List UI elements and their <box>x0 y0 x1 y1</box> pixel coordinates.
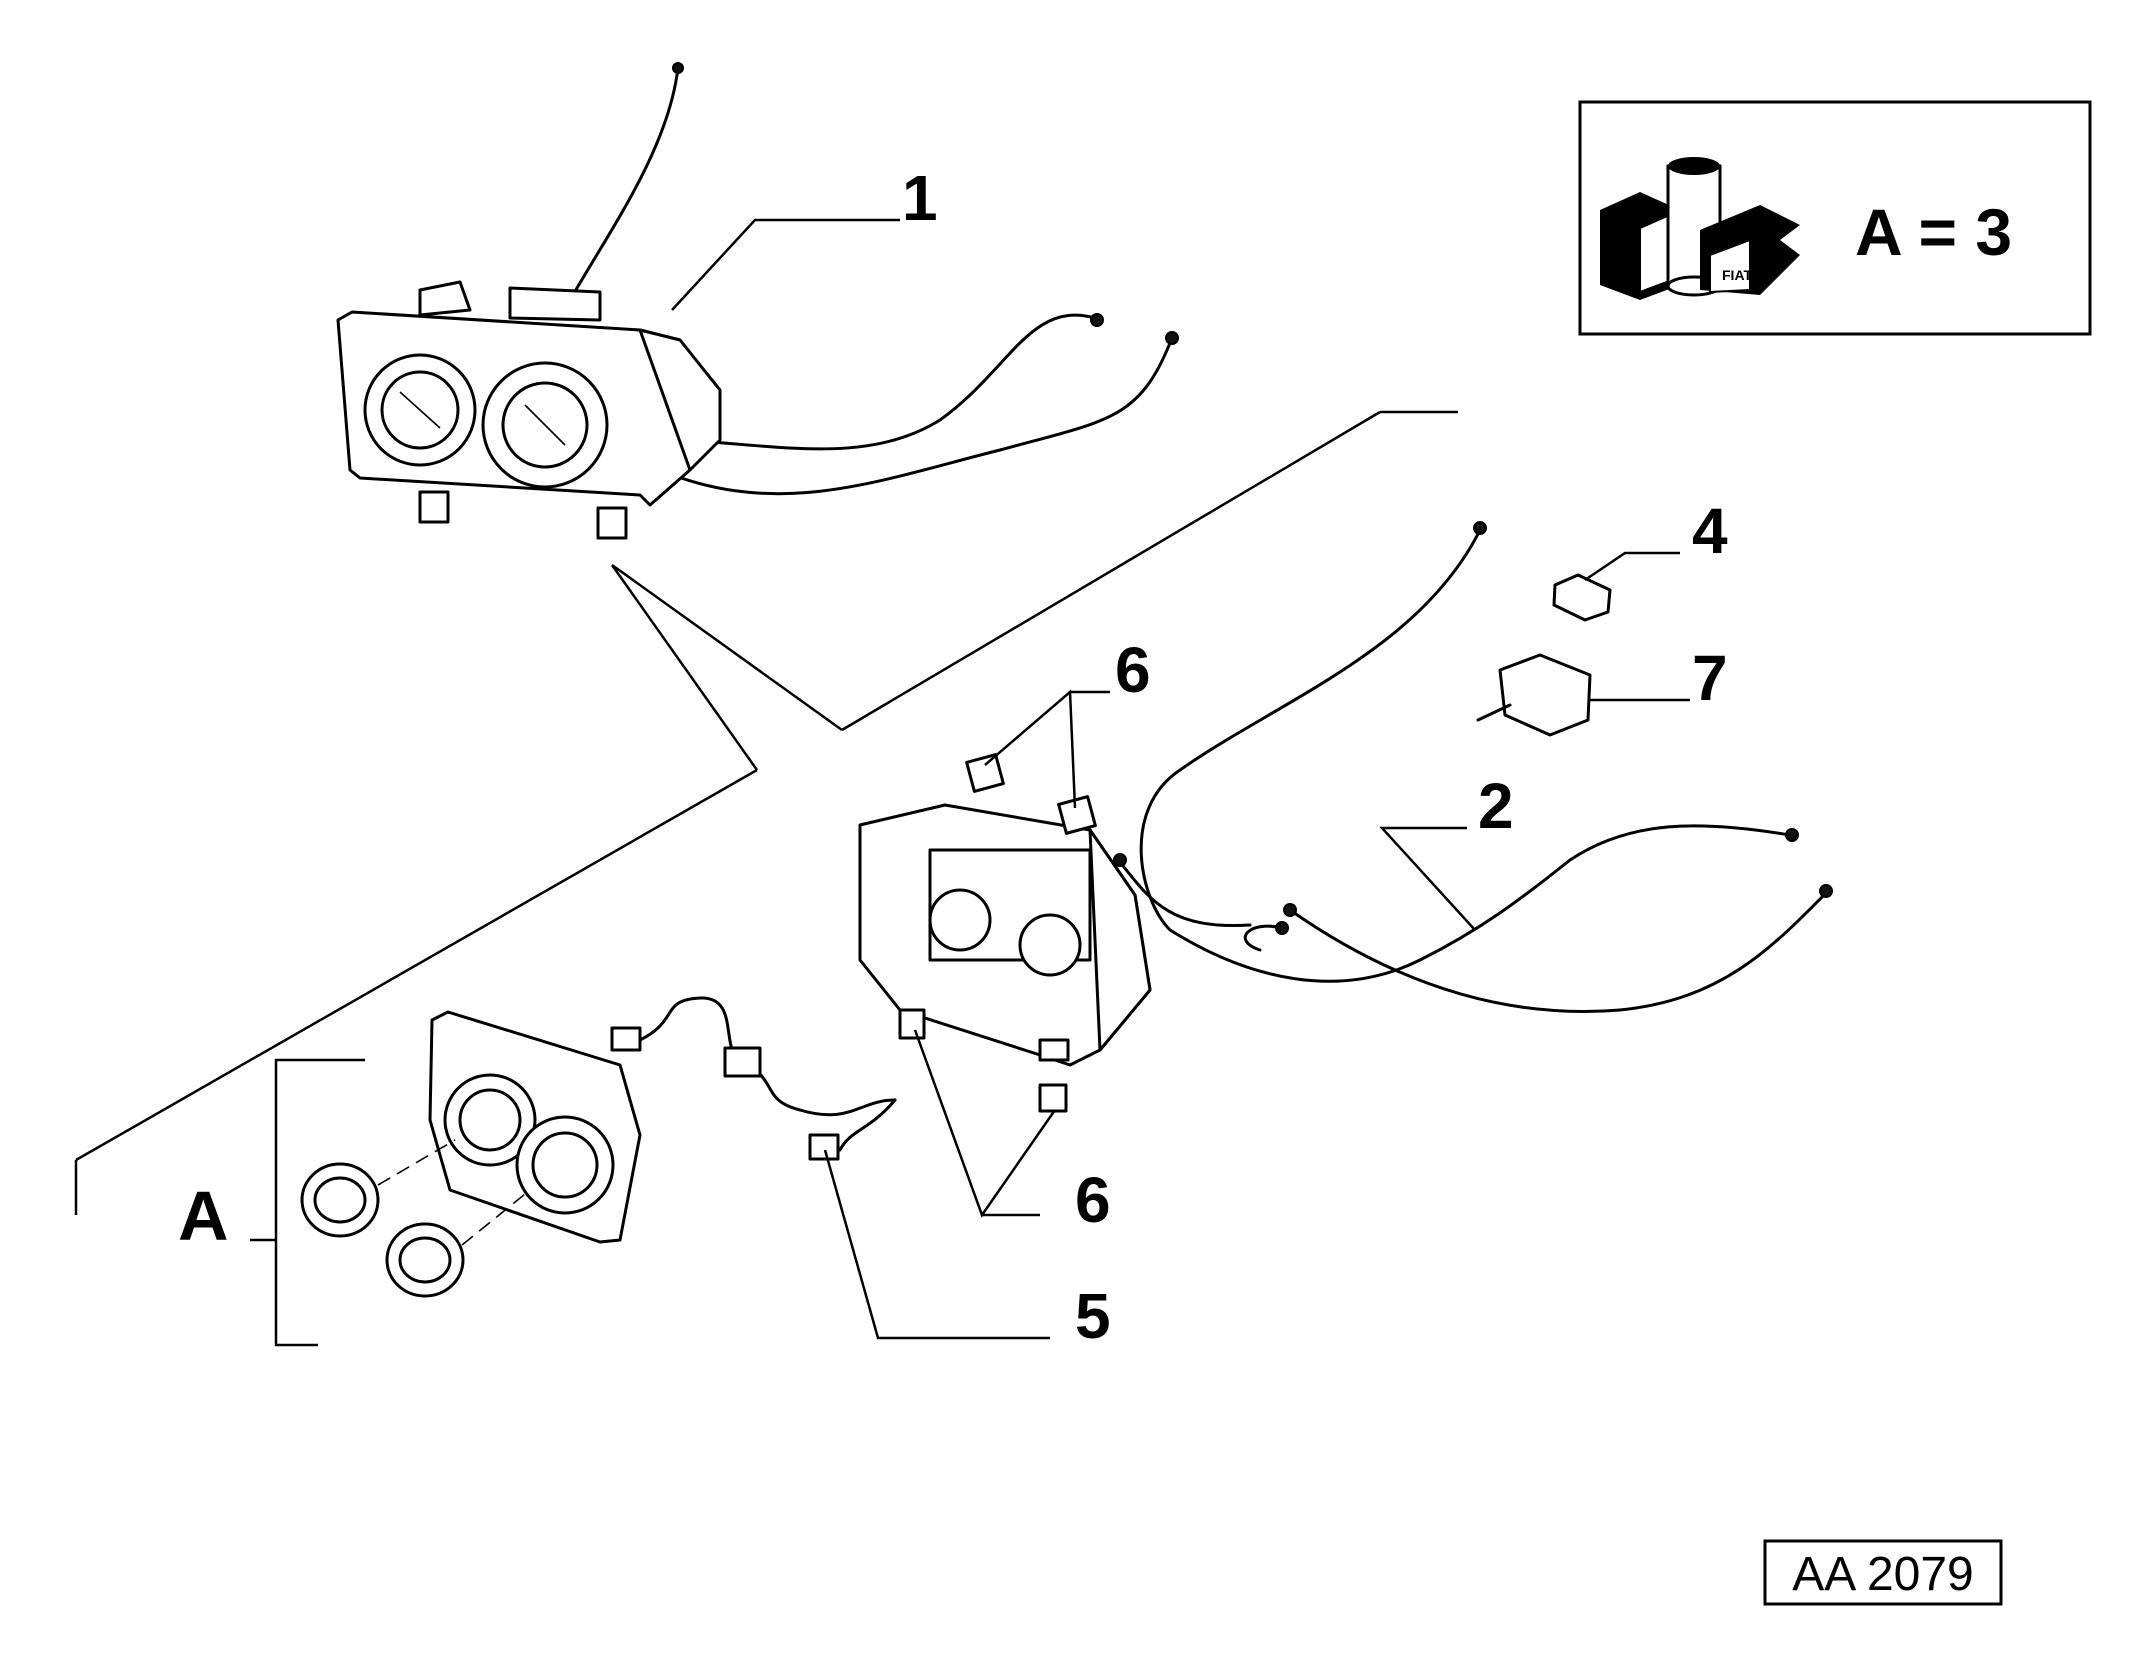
wiring-harness <box>610 996 897 1161</box>
callout-4: 4 <box>1692 495 1728 567</box>
callout-5: 5 <box>1075 1280 1111 1352</box>
control-cables <box>1113 521 1833 1014</box>
callout-6-bottom: 6 <box>1075 1164 1111 1236</box>
callout-leaders <box>671 218 1690 1340</box>
detail-leader-lines <box>74 410 1458 1215</box>
legend-box: FIAT A = 3 <box>1578 100 2092 336</box>
callout-2: 2 <box>1478 770 1514 842</box>
callout-7: 7 <box>1692 642 1728 714</box>
clips-part-6 <box>898 753 1097 1113</box>
reference-code-box: AA 2079 <box>1763 1539 2003 1606</box>
clip-part-4 <box>1552 573 1612 622</box>
reference-code: AA 2079 <box>1792 1548 1974 1601</box>
legend-logo-text: FIAT <box>1722 267 1753 283</box>
callout-1: 1 <box>902 162 938 234</box>
heater-control-assembly <box>336 62 1179 540</box>
front-panel-kit <box>250 1010 642 1347</box>
fiat-parts-kit-icon: FIAT <box>1600 157 1800 300</box>
callout-a: A <box>178 1177 229 1255</box>
switch-part-7 <box>1476 653 1592 737</box>
legend-equation: A = 3 <box>1855 195 2012 269</box>
callout-labels: 1 2 4 7 6 6 5 A <box>178 162 1728 1352</box>
callout-6-top: 6 <box>1115 634 1151 706</box>
heater-control-housing <box>858 803 1152 1067</box>
